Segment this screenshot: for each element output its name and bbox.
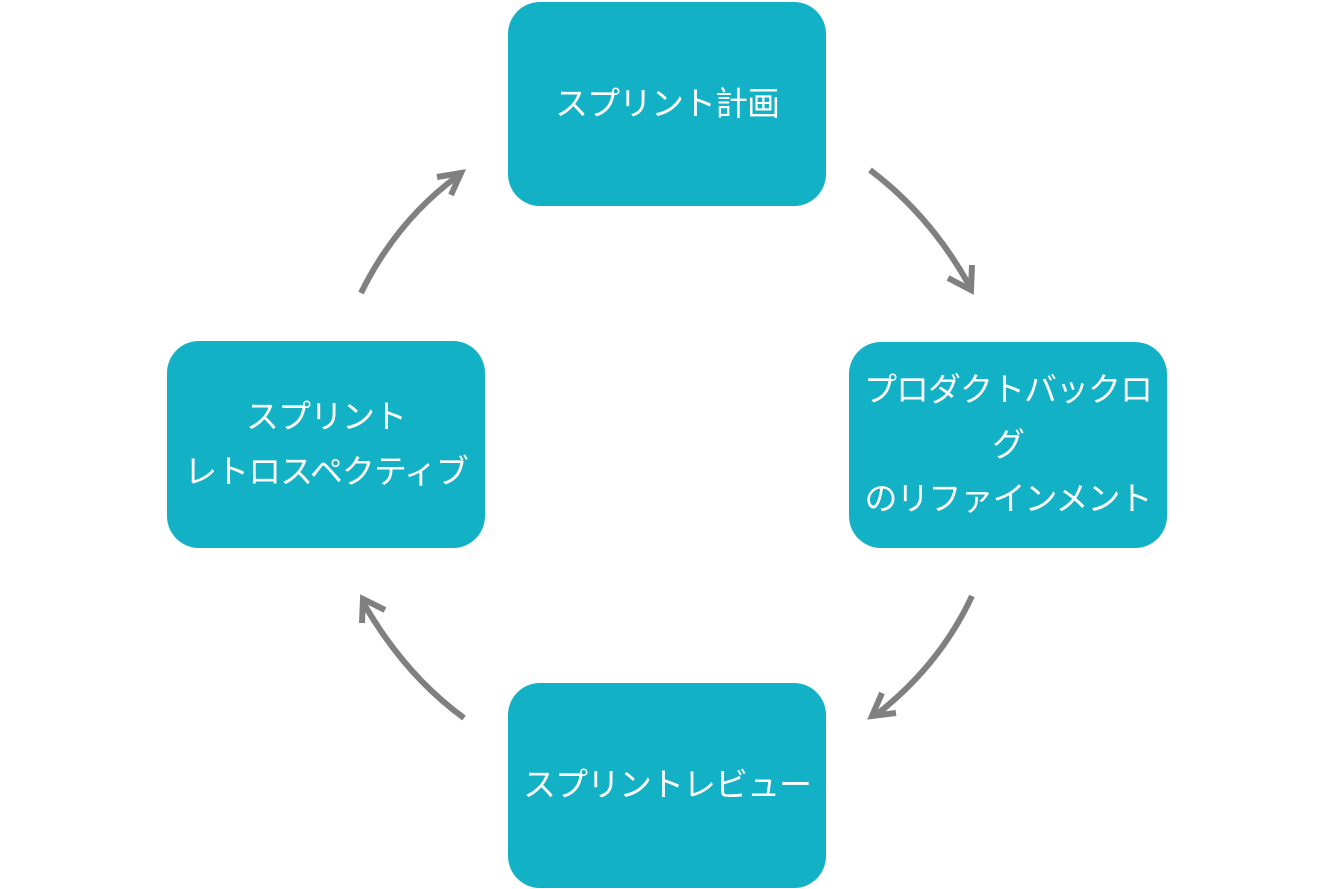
node-sprint-review-label: スプリントレビュー — [523, 765, 812, 805]
arrow-left-to-top-head — [436, 169, 467, 197]
arrow-right-to-bottom-head — [867, 691, 897, 720]
node-sprint-review[interactable]: スプリントレビュー — [508, 683, 826, 888]
arrow-bottom-to-left — [359, 594, 466, 721]
node-backlog-refinement-label: プロダクトバックログ のリファインメント — [864, 370, 1153, 519]
arrow-top-to-right — [868, 167, 975, 295]
arrow-bottom-to-left-line — [361, 602, 466, 721]
arrow-top-to-right-head — [946, 264, 975, 295]
node-backlog-refinement[interactable]: プロダクトバックログ のリファインメント — [849, 342, 1167, 548]
node-sprint-planning-label: スプリント計画 — [555, 83, 780, 123]
arrow-right-to-bottom — [867, 594, 975, 720]
arrow-right-to-bottom-line — [874, 594, 975, 718]
arrow-bottom-to-left-head — [359, 594, 387, 624]
arrow-left-to-top-line — [358, 172, 461, 295]
arrow-top-to-right-line — [868, 167, 972, 287]
arrow-left-to-top — [358, 169, 467, 295]
node-sprint-planning[interactable]: スプリント計画 — [508, 2, 826, 206]
node-sprint-retrospective-label: スプリント レトロスペクティブ — [184, 397, 469, 491]
node-sprint-retrospective[interactable]: スプリント レトロスペクティブ — [167, 341, 485, 548]
